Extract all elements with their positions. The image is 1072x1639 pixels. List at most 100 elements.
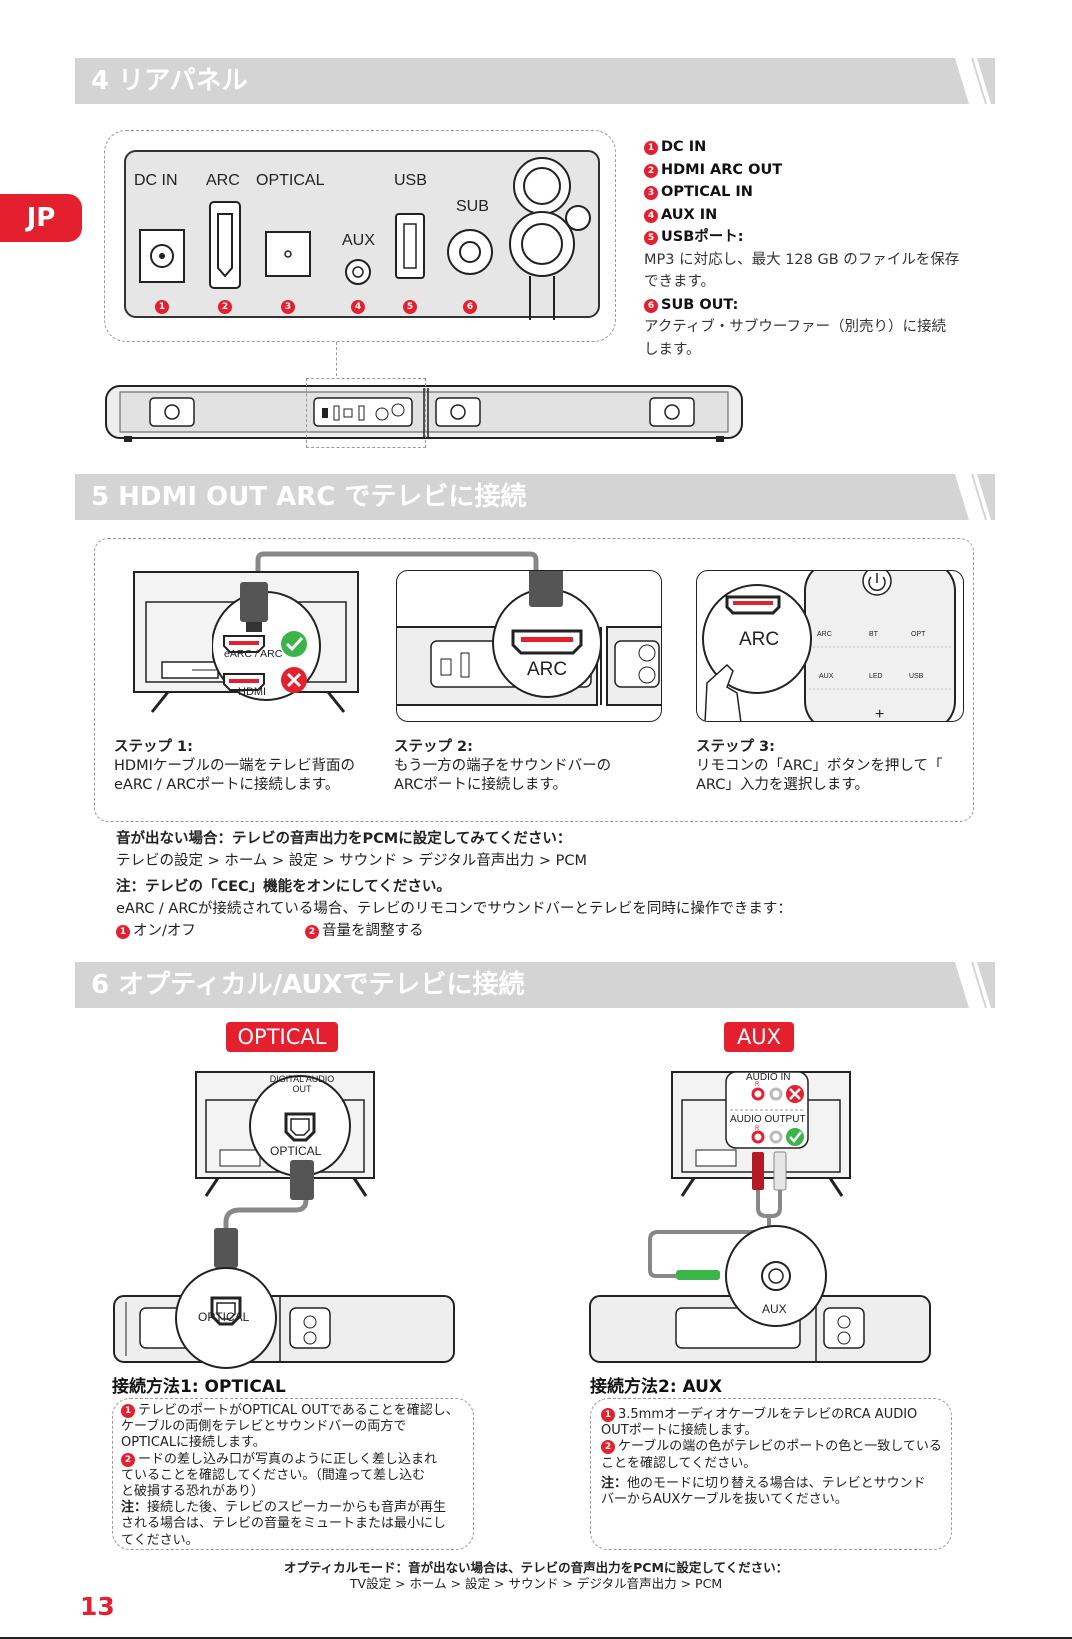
step-1-text: ステップ 1: HDMIケーブルの一端をテレビ背面の eARC / ARCポート… <box>114 738 374 795</box>
marker-3: 3 <box>281 300 295 314</box>
optical-pill: OPTICAL <box>226 1022 338 1052</box>
aux-connection-icon <box>589 1071 931 1363</box>
section-5-title: 5 HDMI OUT ARC でテレビに接続 <box>91 482 527 512</box>
step2-illustration: ARC <box>396 570 662 722</box>
tv-optical-label: OPTICAL <box>270 1144 322 1158</box>
legend-desc-5b: できます。 <box>644 274 716 290</box>
legend-marker-3: 3 <box>644 186 658 200</box>
earc-port-label: eARC / ARC <box>224 648 283 660</box>
r-label-out: R <box>755 1126 760 1132</box>
banner-stripes-icon <box>955 474 991 520</box>
section-4-banner: 4 リアパネル <box>75 58 995 104</box>
legend-title-6: SUB OUT: <box>661 296 739 313</box>
optical-note-l3: てください。 <box>121 1532 199 1548</box>
legend-title-2: HDMI ARC OUT <box>661 161 783 178</box>
step-2-title: ステップ 2: <box>394 739 473 755</box>
hdmi-cable-icon <box>255 551 539 588</box>
optical-p1-l2: ケーブルの両側をテレビとサウンドバーの両方で <box>121 1419 407 1435</box>
tv-optical-port-line1: DIGITAL AUDIO <box>269 1074 335 1084</box>
bar-optical-label: OPTICAL <box>198 1310 250 1324</box>
remote-label-aux: AUX <box>819 673 834 680</box>
aux-p2-marker: 2 <box>601 1440 615 1455</box>
optical-p1-l3: OPTICALに接続します。 <box>121 1435 266 1451</box>
page-number: 13 <box>80 1592 115 1621</box>
legend-desc-5a: MP3 に対応し、最大 128 GB のファイルを保存 <box>644 251 960 268</box>
soundbar-rear-icon <box>105 385 743 442</box>
no-sound-title: 音が出ない場合：テレビの音声出力をPCMに設定してみてください： <box>116 831 572 847</box>
step-1-line2: eARC / ARCポートに接続します。 <box>114 777 340 793</box>
legend-marker-2: 2 <box>644 163 658 178</box>
arc-port-label: ARC <box>527 659 568 680</box>
aux-p2-l2: ことを確認してください。 <box>601 1455 757 1471</box>
marker-4: 4 <box>351 300 365 314</box>
legend-title-4: AUX IN <box>661 206 718 223</box>
tv-optical-port-label: DIGITAL AUDIO OUT <box>252 1074 352 1094</box>
no-sound-note: 音が出ない場合：テレビの音声出力をPCMに設定してみてください： テレビの設定 … <box>116 828 587 872</box>
svg-text:+: + <box>875 706 884 722</box>
step-1-title: ステップ 1: <box>114 739 193 755</box>
remote-label-usb: USB <box>909 673 924 680</box>
cec-note: 注：テレビの「CEC」機能をオンにしてください。 eARC / ARCが接続され… <box>116 876 792 942</box>
footer-line2: TV設定 > ホーム > 設定 > サウンド > デジタル音声出力 > PCM <box>349 1576 723 1591</box>
bottom-rule <box>0 1637 1072 1639</box>
legend-desc-6a: アクティブ・サブウーファー（別売り）に接続 <box>644 319 947 335</box>
footer-note: オプティカルモード：音が出ない場合は、テレビの音声出力をPCMに設定してください… <box>0 1560 1072 1592</box>
legend-marker-6: 6 <box>644 298 658 313</box>
port-label-optical: OPTICAL <box>256 172 325 189</box>
aux-note-l2: バーからAUXケーブルを抜いてください。 <box>601 1492 848 1508</box>
audio-output-label: AUDIO OUTPUT <box>730 1114 806 1125</box>
optical-p2-marker: 2 <box>121 1452 135 1467</box>
soundbar-rear-view <box>104 384 744 444</box>
section-4-title: 4 リアパネル <box>91 66 248 96</box>
optical-p1-marker: 1 <box>121 1404 135 1418</box>
marker-5: 5 <box>403 300 417 314</box>
cec-opt1-marker: 1 <box>116 925 130 939</box>
step1-illustration: eARC / ARC HDMI <box>132 570 360 713</box>
bar-aux-label: AUX <box>762 1302 787 1316</box>
cec-desc: eARC / ARCが接続されている場合、テレビのリモコンでサウンドバーとテレビ… <box>116 901 792 917</box>
section-5-banner: 5 HDMI OUT ARC でテレビに接続 <box>75 474 995 520</box>
step-1-line1: HDMIケーブルの一端をテレビ背面の <box>114 758 355 774</box>
remote-label-opt: OPT <box>911 631 926 638</box>
section-6-title: 6 オプティカル/AUXでテレビに接続 <box>91 970 525 1000</box>
banner-stripes-icon <box>955 962 991 1008</box>
rear-panel-ports <box>139 157 591 320</box>
optical-p1-l1: テレビのポートがOPTICAL OUTであることを確認し、 <box>138 1403 459 1418</box>
language-tab: JP <box>0 194 82 242</box>
optical-note-l1: 接続した後、テレビのスピーカーからも音声が再生 <box>147 1500 447 1516</box>
port-label-usb: USB <box>394 172 427 189</box>
aux-note-l1: 他のモードに切り替える場合は、テレビとサウンド <box>627 1475 926 1491</box>
rear-panel-callout <box>104 130 616 342</box>
port-label-aux: AUX <box>342 232 375 249</box>
legend-marker-4: 4 <box>644 208 658 223</box>
optical-method-title: 接続方法1: OPTICAL <box>112 1377 286 1397</box>
port-label-arc: ARC <box>206 172 240 189</box>
remote-icon: + <box>702 571 956 722</box>
port-zoom-circle <box>212 582 321 701</box>
step-3-text: ステップ 3: リモコンの「ARC」ボタンを押して「 ARC」入力を選択します。 <box>696 738 966 795</box>
port-label-sub: SUB <box>456 198 489 215</box>
audio-in-label: AUDIO IN <box>746 1072 791 1083</box>
soundbar-arc-icon <box>397 571 661 706</box>
footer-line1: オプティカルモード：音が出ない場合は、テレビの音声出力をPCMに設定してください… <box>283 1560 789 1575</box>
optical-illustration: DIGITAL AUDIO OUT OPTICAL OPTICAL <box>110 1070 460 1370</box>
aux-p1-l1: 3.5mmオーディオケーブルをテレビのRCA AUDIO <box>618 1407 918 1422</box>
legend-marker-1: 1 <box>644 141 658 155</box>
banner-stripes-icon <box>955 58 991 104</box>
optical-note-label: 注： <box>121 1500 148 1516</box>
step-3-line1: リモコンの「ARC」ボタンを押して「 <box>696 758 943 774</box>
legend-title-3: OPTICAL IN <box>661 184 753 200</box>
aux-p1-marker: 1 <box>601 1408 615 1422</box>
step-2-text: ステップ 2: もう一方の端子をサウンドバーの ARCポートに接続します。 <box>394 738 664 795</box>
legend-title-5: USBポート: <box>661 229 744 245</box>
